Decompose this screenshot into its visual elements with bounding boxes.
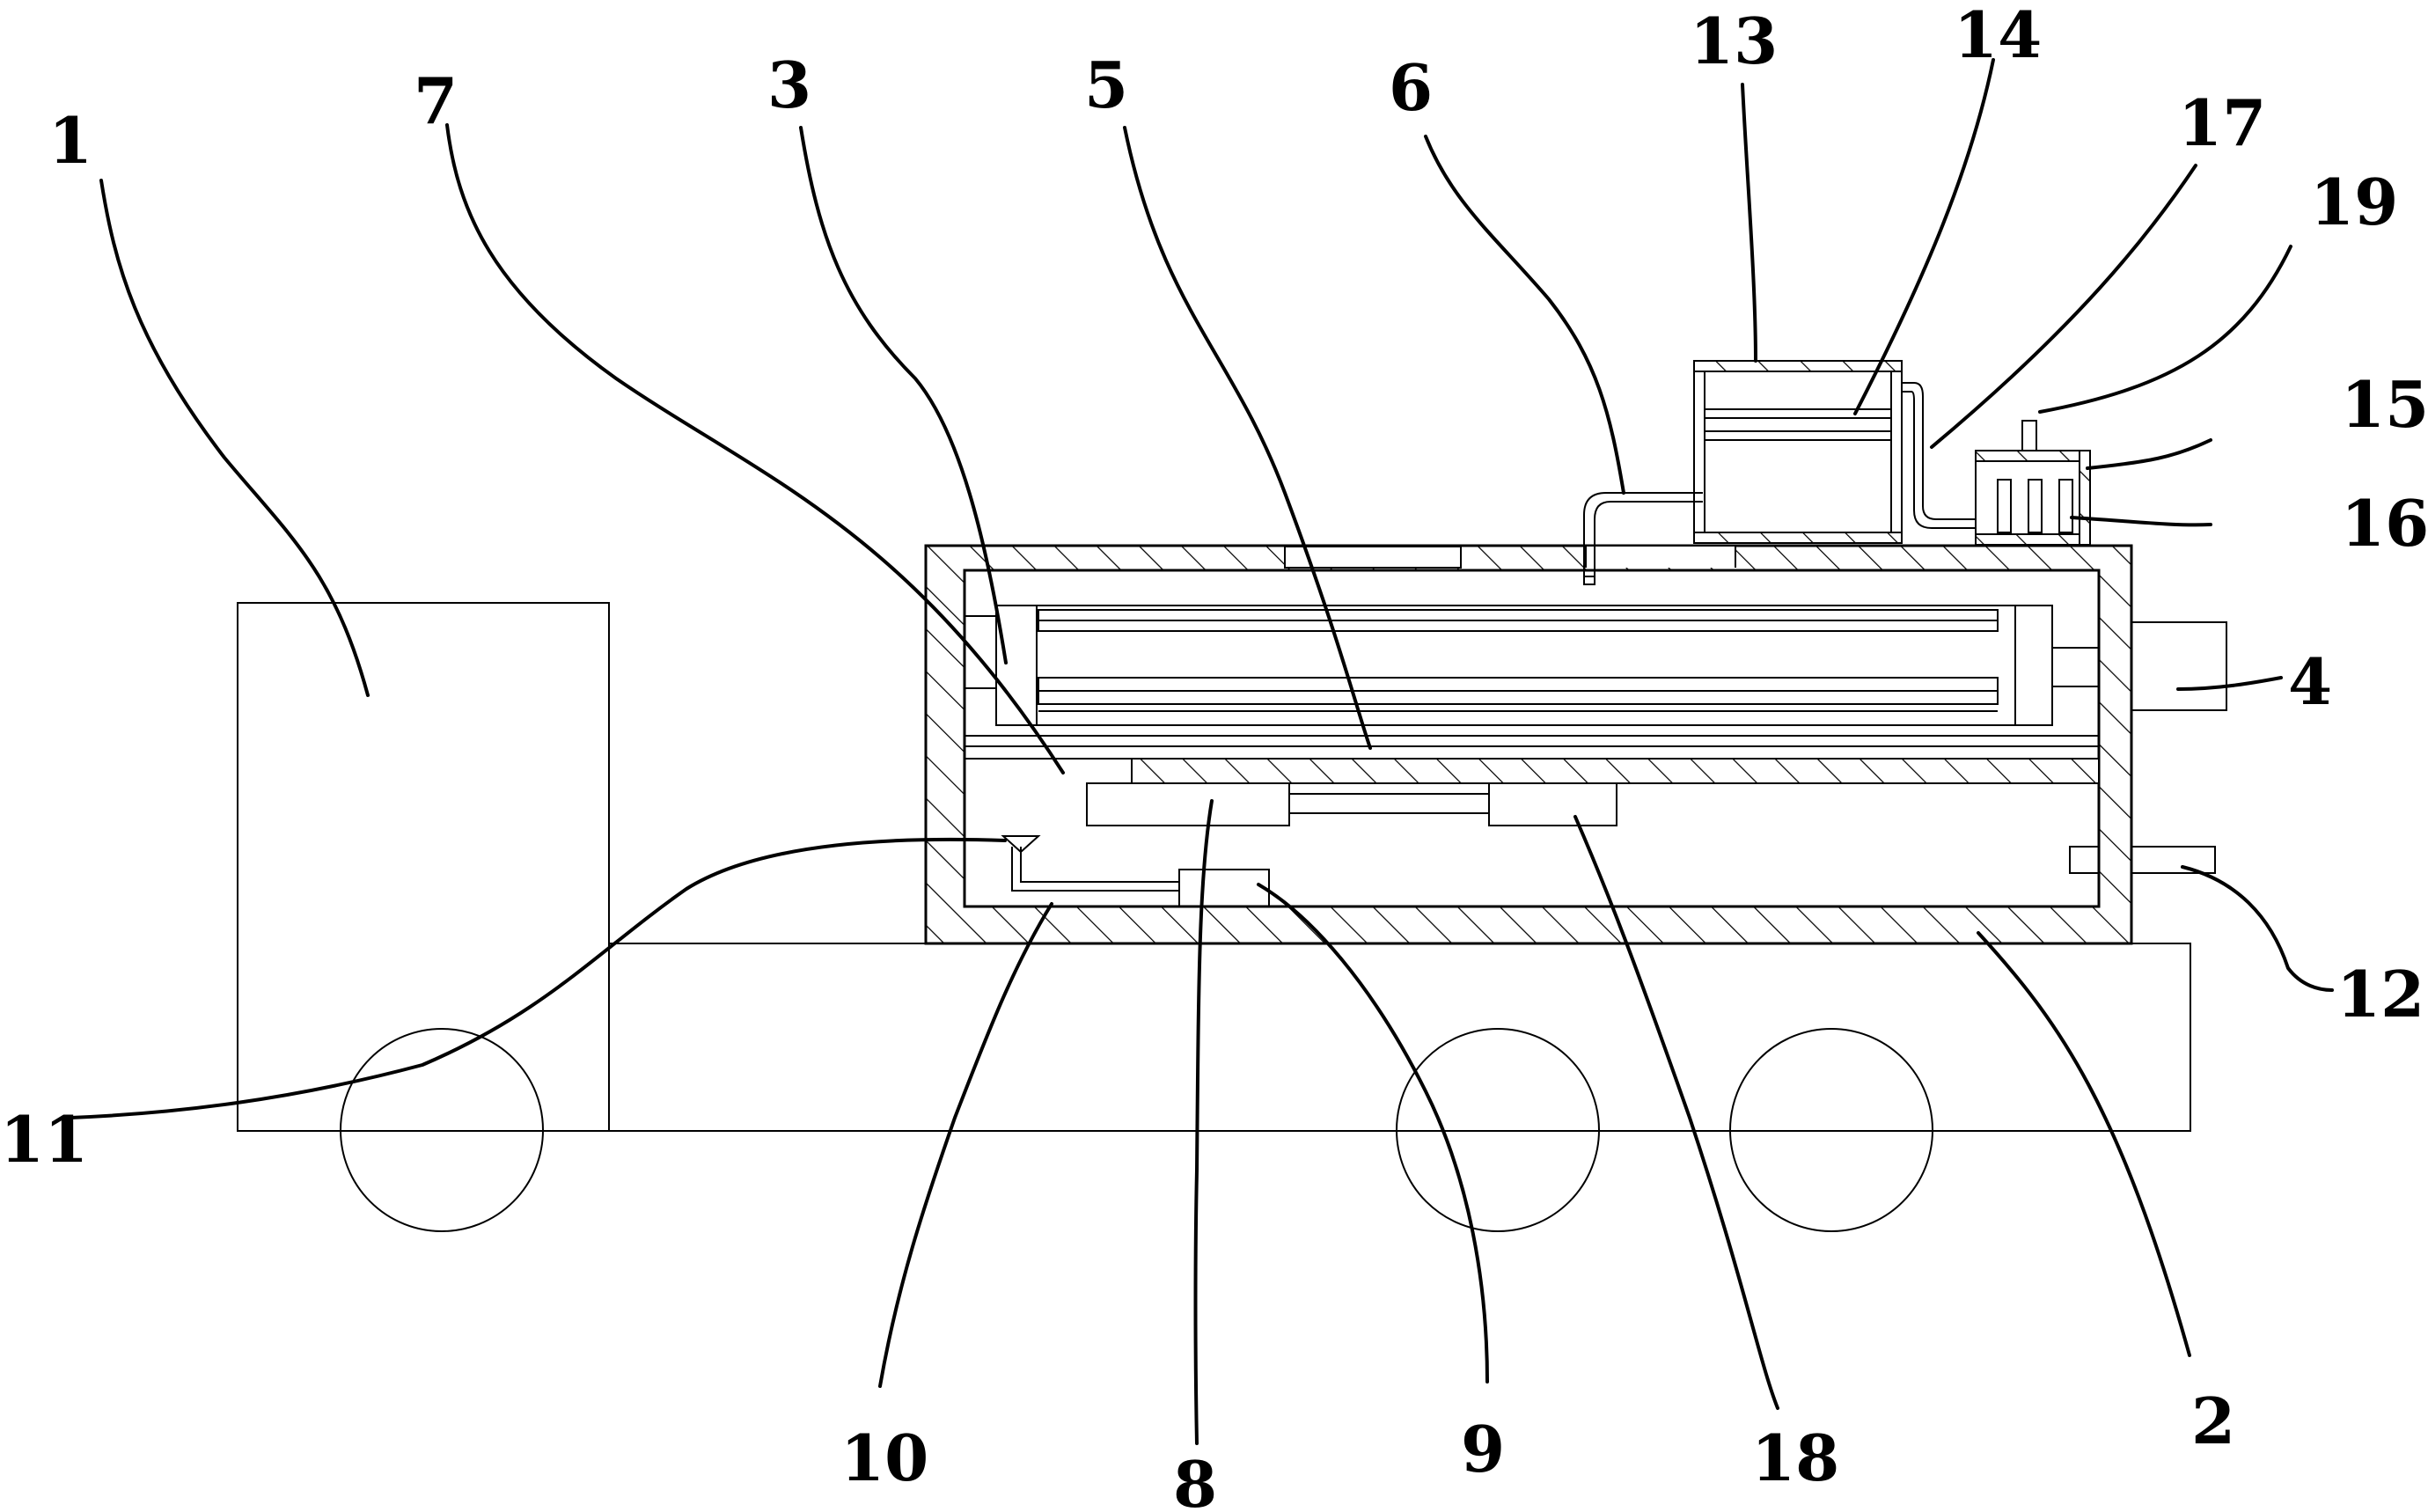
label-7: 7 <box>414 63 458 138</box>
label-8: 8 <box>1173 1447 1217 1512</box>
feed-pipe <box>1583 492 1703 576</box>
pipe-inner <box>1020 847 1179 883</box>
leader-13 <box>1741 83 1757 363</box>
connecting-pipe <box>1902 382 1976 520</box>
connecting-pipe-inner <box>1902 391 1976 529</box>
label-3: 3 <box>767 48 811 122</box>
leader-3 <box>799 126 1008 664</box>
middle-wheel <box>1396 1028 1600 1232</box>
filter-box <box>1975 450 2091 546</box>
label-4: 4 <box>2288 644 2332 719</box>
label-5: 5 <box>1084 48 1128 122</box>
vent-pipe <box>2021 420 2037 451</box>
label-9: 9 <box>1461 1412 1505 1486</box>
feed-pipe-inner <box>1594 501 1703 576</box>
label-11: 11 <box>0 1102 88 1177</box>
leader-2 <box>1977 931 2191 1357</box>
leader-17 <box>1930 164 2197 449</box>
outlet-inner <box>2069 846 2100 874</box>
label-10: 10 <box>840 1420 928 1495</box>
nozzle <box>1001 835 1041 854</box>
truck-cab <box>237 602 610 1132</box>
label-16: 16 <box>2341 486 2428 561</box>
leader-8 <box>1193 799 1214 1445</box>
pump <box>1178 869 1270 907</box>
leader-15 <box>2086 438 2212 470</box>
lower-block-right <box>1488 782 1617 826</box>
label-13: 13 <box>1690 4 1778 78</box>
outlet <box>2131 846 2216 874</box>
motor <box>2131 621 2227 711</box>
leader-12 <box>2181 865 2334 992</box>
rear-wheel <box>1729 1028 1933 1232</box>
tank <box>1693 360 1903 544</box>
label-15: 15 <box>2341 367 2428 442</box>
label-19: 19 <box>2310 165 2398 239</box>
leader-14 <box>1853 58 1995 415</box>
label-6: 6 <box>1389 50 1433 125</box>
leader-16 <box>2070 516 2212 527</box>
label-2: 2 <box>2191 1384 2235 1458</box>
housing <box>924 544 2133 945</box>
label-18: 18 <box>1751 1420 1839 1495</box>
leader-19 <box>2038 245 2292 414</box>
leader-18 <box>1573 815 1779 1410</box>
pipe <box>1011 847 1179 892</box>
drum-assembly <box>965 605 2099 726</box>
front-wheel <box>340 1028 544 1232</box>
leader-9 <box>1257 883 1489 1384</box>
partition-plate <box>965 735 2100 784</box>
label-14: 14 <box>1954 0 2042 72</box>
leader-1 <box>99 179 370 697</box>
lower-block-left <box>1086 782 1290 826</box>
leader-7 <box>445 123 1065 774</box>
leader-5 <box>1123 126 1372 750</box>
label-17: 17 <box>2178 85 2266 160</box>
leader-11 <box>69 837 1007 1119</box>
label-12: 12 <box>2336 957 2424 1031</box>
label-1: 1 <box>48 103 92 178</box>
leader-6 <box>1424 135 1625 495</box>
leader-4 <box>2176 676 2283 691</box>
leader-10 <box>878 902 1053 1388</box>
